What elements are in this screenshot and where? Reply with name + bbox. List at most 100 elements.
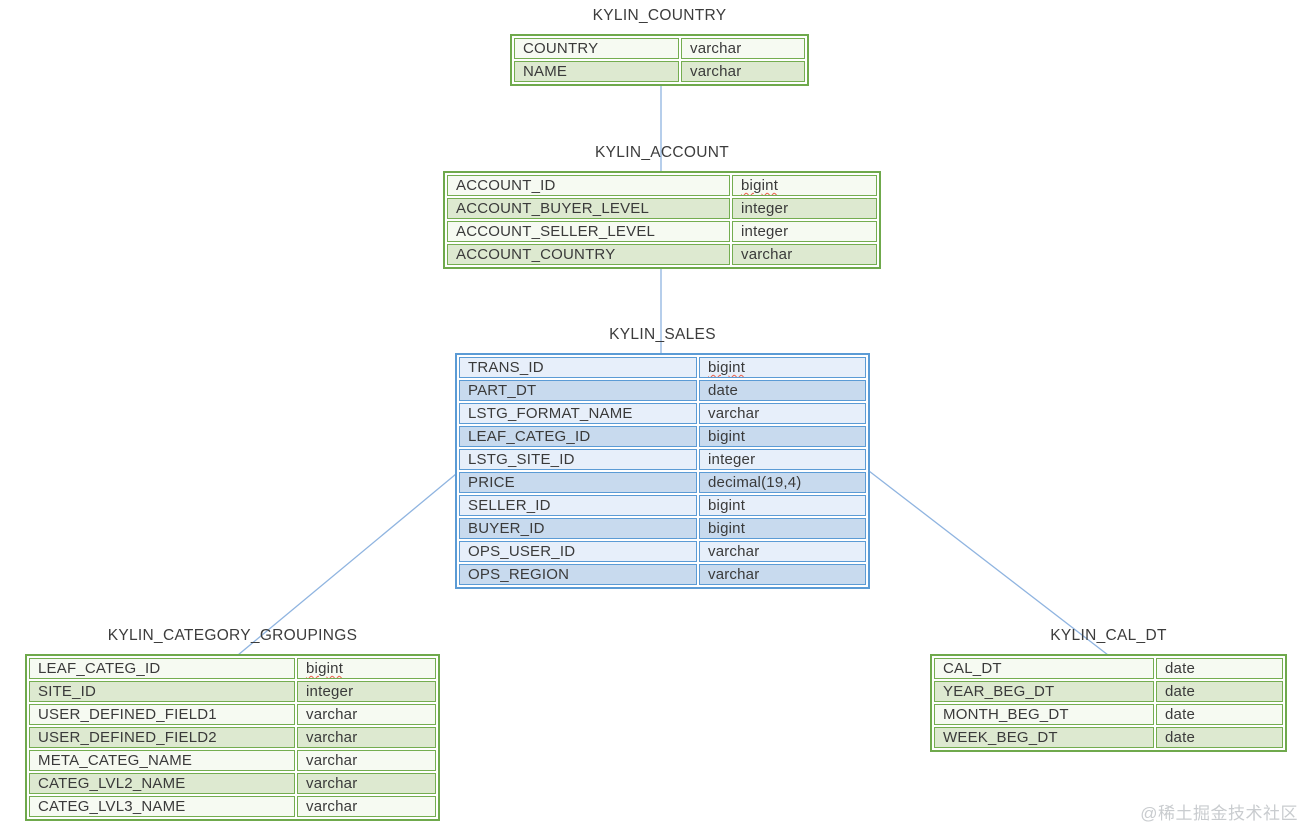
field-name-cell: USER_DEFINED_FIELD2 bbox=[29, 727, 295, 748]
table-title-kylin-country: KYLIN_COUNTRY bbox=[592, 7, 727, 24]
table-title-kylin-category-groupings: KYLIN_CATEGORY_GROUPINGS bbox=[107, 627, 358, 644]
table-title-kylin-sales: KYLIN_SALES bbox=[609, 326, 716, 343]
field-name-cell: OPS_USER_ID bbox=[459, 541, 697, 562]
field-type-cell: date bbox=[699, 380, 866, 401]
field-type-cell: varchar bbox=[732, 244, 877, 265]
field-name-cell: META_CATEG_NAME bbox=[29, 750, 295, 771]
field-type-cell: varchar bbox=[297, 750, 436, 771]
connector-sales-category-groupings bbox=[237, 473, 457, 656]
field-type-cell: date bbox=[1156, 727, 1283, 748]
connector-sales-cal-dt bbox=[868, 470, 1109, 656]
field-name-cell: SITE_ID bbox=[29, 681, 295, 702]
field-name-cell: CAL_DT bbox=[934, 658, 1154, 679]
field-type-cell: bigint bbox=[699, 426, 866, 447]
field-name-cell: OPS_REGION bbox=[459, 564, 697, 585]
field-type-cell: varchar bbox=[699, 564, 866, 585]
field-name-cell: COUNTRY bbox=[514, 38, 679, 59]
field-type-cell: bigint bbox=[732, 175, 877, 196]
field-name-cell: USER_DEFINED_FIELD1 bbox=[29, 704, 295, 725]
field-type-cell: varchar bbox=[699, 541, 866, 562]
field-name-cell: PRICE bbox=[459, 472, 697, 493]
watermark: @稀土掘金技术社区 bbox=[1140, 804, 1298, 823]
field-type-cell: bigint bbox=[699, 495, 866, 516]
field-name-cell: LSTG_FORMAT_NAME bbox=[459, 403, 697, 424]
field-name-cell: TRANS_ID bbox=[459, 357, 697, 378]
field-type-cell: varchar bbox=[297, 796, 436, 817]
field-type-cell: integer bbox=[297, 681, 436, 702]
field-name-cell: CATEG_LVL3_NAME bbox=[29, 796, 295, 817]
field-type-cell: integer bbox=[732, 198, 877, 219]
field-name-cell: LSTG_SITE_ID bbox=[459, 449, 697, 470]
field-name-cell: ACCOUNT_BUYER_LEVEL bbox=[447, 198, 730, 219]
field-name-cell: YEAR_BEG_DT bbox=[934, 681, 1154, 702]
field-type-cell: varchar bbox=[297, 773, 436, 794]
field-type-cell: date bbox=[1156, 681, 1283, 702]
field-type-cell: varchar bbox=[699, 403, 866, 424]
field-type-cell: date bbox=[1156, 658, 1283, 679]
field-name-cell: PART_DT bbox=[459, 380, 697, 401]
field-name-cell: CATEG_LVL2_NAME bbox=[29, 773, 295, 794]
field-type-cell: integer bbox=[732, 221, 877, 242]
field-type-cell: decimal(19,4) bbox=[699, 472, 866, 493]
field-type-cell: bigint bbox=[699, 357, 866, 378]
field-type-cell: bigint bbox=[297, 658, 436, 679]
field-name-cell: NAME bbox=[514, 61, 679, 82]
field-type-cell: varchar bbox=[681, 61, 805, 82]
table-title-kylin-cal-dt: KYLIN_CAL_DT bbox=[1050, 627, 1167, 644]
field-type-cell: integer bbox=[699, 449, 866, 470]
field-name-cell: WEEK_BEG_DT bbox=[934, 727, 1154, 748]
field-name-cell: ACCOUNT_COUNTRY bbox=[447, 244, 730, 265]
table-title-kylin-account: KYLIN_ACCOUNT bbox=[595, 144, 729, 161]
field-name-cell: ACCOUNT_SELLER_LEVEL bbox=[447, 221, 730, 242]
field-type-cell: varchar bbox=[681, 38, 805, 59]
field-type-cell: date bbox=[1156, 704, 1283, 725]
field-name-cell: MONTH_BEG_DT bbox=[934, 704, 1154, 725]
field-name-cell: SELLER_ID bbox=[459, 495, 697, 516]
field-name-cell: LEAF_CATEG_ID bbox=[459, 426, 697, 447]
field-name-cell: BUYER_ID bbox=[459, 518, 697, 539]
field-type-cell: varchar bbox=[297, 704, 436, 725]
field-type-cell: bigint bbox=[699, 518, 866, 539]
field-name-cell: ACCOUNT_ID bbox=[447, 175, 730, 196]
field-name-cell: LEAF_CATEG_ID bbox=[29, 658, 295, 679]
